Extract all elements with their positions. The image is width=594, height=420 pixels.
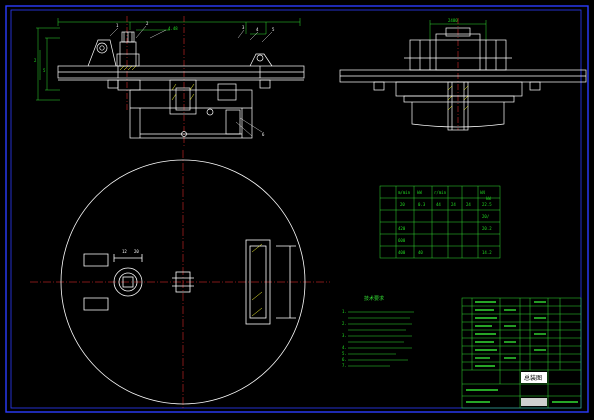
table-cell: 40 bbox=[418, 250, 423, 255]
front-section-view: 1 2 3 4 5 6 4.48 2 5 bbox=[34, 16, 305, 148]
table-cell: 44 bbox=[436, 202, 441, 207]
technical-notes: 技术要求 1. 2. 3. 4. 5. 6. 7. bbox=[342, 295, 414, 368]
dimension-text: 5 bbox=[43, 68, 46, 73]
table-cell: 20/ bbox=[482, 214, 490, 219]
plan-detail-label: 12 bbox=[122, 249, 127, 254]
title-block: 总装图 bbox=[461, 297, 582, 409]
table-cell: 20.2 bbox=[482, 226, 492, 231]
leader-label: 4 bbox=[256, 27, 259, 32]
leader-label: 1 bbox=[116, 23, 119, 28]
drawing-title: 总装图 bbox=[524, 374, 542, 382]
plan-hole-label: 20 bbox=[134, 249, 139, 254]
table-cell: kW bbox=[486, 196, 491, 201]
leader-label: 6 bbox=[262, 132, 265, 137]
note-line: 6. bbox=[342, 357, 347, 362]
parameter-table: m/min kW r/min kN kW 20 0.3 44 24 24 22.… bbox=[379, 185, 501, 259]
table-cell: kN bbox=[480, 190, 485, 195]
table-cell: 20 bbox=[400, 202, 405, 207]
table-cell: 0.3 bbox=[418, 202, 426, 207]
front-view-dimensions bbox=[36, 18, 301, 101]
leader-label: 2 bbox=[146, 21, 149, 26]
leader-label: 5 bbox=[272, 27, 275, 32]
table-cell: r/min bbox=[434, 190, 447, 195]
note-line: 3. bbox=[342, 333, 347, 338]
table-cell: 22.5 bbox=[482, 202, 492, 207]
notes-title: 技术要求 bbox=[364, 295, 384, 302]
table-cell: 420 bbox=[398, 226, 406, 231]
dimension-text: 2 bbox=[34, 58, 37, 63]
note-line: 5. bbox=[342, 351, 347, 356]
side-view-dimension: 2480 bbox=[448, 18, 458, 23]
table-cell: 14.2 bbox=[482, 250, 492, 255]
plan-view: 12 20 bbox=[30, 150, 330, 410]
note-line: 4. bbox=[342, 345, 347, 350]
dimension-text: 4.48 bbox=[168, 26, 178, 31]
note-line: 2. bbox=[342, 321, 347, 326]
table-cell: 24 bbox=[451, 202, 456, 207]
drawing-frame bbox=[5, 5, 589, 413]
table-cell: 400 bbox=[398, 250, 406, 255]
table-cell: m/min bbox=[398, 190, 411, 195]
table-cell: 24 bbox=[466, 202, 471, 207]
leader-label: 3 bbox=[242, 25, 245, 30]
table-cell: kW bbox=[417, 190, 422, 195]
side-section-view: 2480 bbox=[339, 18, 587, 131]
note-line: 7. bbox=[342, 363, 347, 368]
note-line: 1. bbox=[342, 309, 347, 314]
table-cell: 600 bbox=[398, 238, 406, 243]
